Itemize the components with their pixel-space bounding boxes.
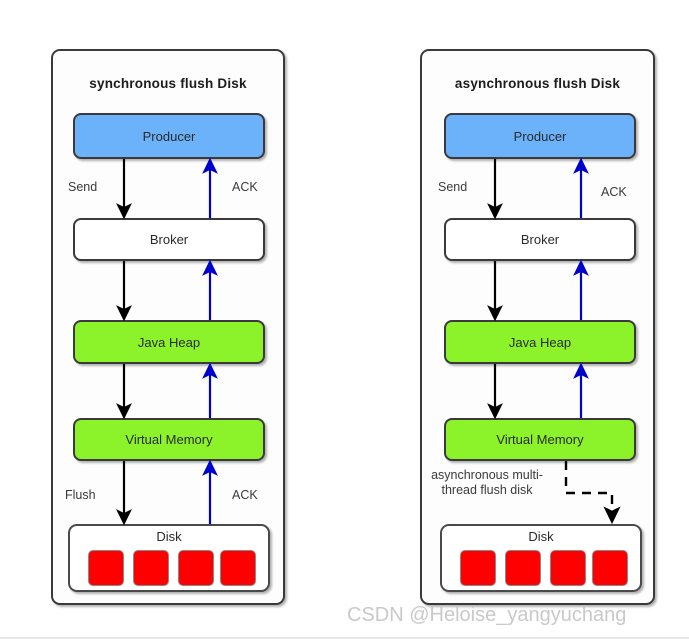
disk-platter bbox=[178, 550, 214, 586]
panel-title-asynchronous: asynchronous flush Disk bbox=[454, 76, 621, 91]
disk-platter bbox=[505, 550, 541, 586]
node-virtual-memory-synchronous: Virtual Memory bbox=[73, 418, 265, 461]
node-label: Virtual Memory bbox=[496, 432, 584, 447]
disk-label: Disk bbox=[528, 529, 554, 544]
node-disk-asynchronous: Disk bbox=[440, 524, 642, 592]
node-producer-asynchronous: Producer bbox=[444, 113, 636, 159]
bottom-rule bbox=[0, 637, 689, 639]
edge-label-send-asynchronous: Send bbox=[438, 180, 468, 194]
edge-label-ack-bottom-synchronous: ACK bbox=[232, 488, 258, 502]
edge-label-ack-top-synchronous: ACK bbox=[232, 180, 258, 194]
node-java-heap-synchronous: Java Heap bbox=[73, 320, 265, 364]
node-label: Java Heap bbox=[508, 334, 572, 350]
edge-label-send-synchronous: Send bbox=[68, 180, 98, 194]
edge-label-flush-synchronous: Flush bbox=[65, 488, 96, 502]
disk-platter bbox=[550, 550, 586, 586]
disk-platter bbox=[592, 550, 628, 586]
disk-platter bbox=[88, 550, 124, 586]
disk-platter bbox=[460, 550, 496, 586]
panel-title-synchronous: synchronous flush Disk bbox=[89, 76, 247, 91]
node-label: Broker bbox=[520, 232, 560, 247]
node-label: Java Heap bbox=[137, 334, 201, 350]
edge-label-async-flush-disk: asynchronous multi-thread flush disk bbox=[431, 468, 543, 497]
edge-label-ack-top-asynchronous: ACK bbox=[601, 185, 627, 199]
node-label: Virtual Memory bbox=[125, 432, 213, 447]
node-virtual-memory-asynchronous: Virtual Memory bbox=[444, 418, 636, 461]
node-java-heap-asynchronous: Java Heap bbox=[444, 320, 636, 364]
disk-label: Disk bbox=[156, 529, 182, 544]
node-broker-asynchronous: Broker bbox=[444, 218, 636, 261]
node-producer-synchronous: Producer bbox=[73, 113, 265, 159]
node-label: Broker bbox=[149, 232, 189, 247]
node-label: Producer bbox=[513, 128, 567, 144]
watermark-text: CSDN @Heloise_yangyuchang bbox=[347, 604, 627, 626]
node-broker-synchronous: Broker bbox=[73, 218, 265, 261]
node-disk-synchronous: Disk bbox=[68, 524, 270, 592]
disk-platter bbox=[133, 550, 169, 586]
node-label: Producer bbox=[142, 128, 196, 144]
disk-platter bbox=[220, 550, 256, 586]
